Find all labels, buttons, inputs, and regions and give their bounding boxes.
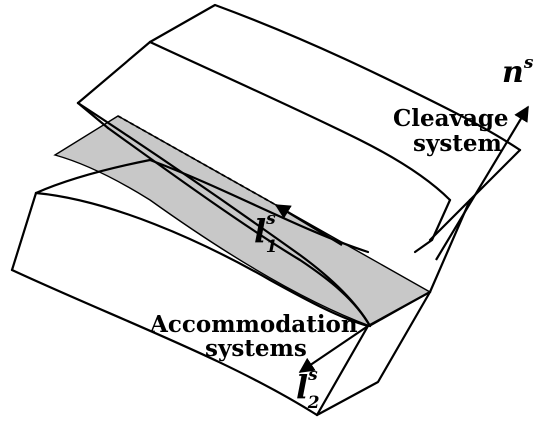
normal-vector-arrow [435,105,529,261]
cleavage-label-line1: Cleavage [393,105,509,132]
l1-sup: s [265,209,276,229]
accommodation-label-line2: systems [205,335,307,362]
upper-block-top-front [148,40,452,202]
lower-block-back-top [34,158,370,254]
l2-vector-arrow [298,325,369,373]
lower-block-front-vertical [315,324,370,417]
upper-block-front-vertical [413,198,452,254]
n-base: n [502,55,524,90]
upper-block-bottom-curve [106,126,372,328]
lower-block-left-face [10,191,38,272]
lower-block-top-edge [34,191,370,328]
n-sup: s [523,53,534,73]
l2-vector-label: ls 2 [296,365,320,413]
l1-vector-arrow [274,204,343,246]
l1-sub: 1 [266,237,278,257]
l1-base: l [254,212,266,250]
cleavage-plane [53,115,432,327]
accommodation-label-line1: Accommodation [149,311,358,338]
lower-block-right-face [315,290,432,417]
plane-hidden-edge [117,115,277,206]
lower-block-right-top [366,290,432,328]
upper-block-left-top [76,40,152,105]
l1-vector-label: ls 1 [254,209,278,257]
l2-sub: 2 [307,393,320,413]
l2-base: l [296,368,308,406]
n-vector-label: ns [502,53,534,90]
l2-sup: s [307,365,318,385]
lower-block-bottom-edge [10,268,319,417]
upper-block-top-back [148,3,522,152]
cleavage-label-line2: system [413,130,502,157]
